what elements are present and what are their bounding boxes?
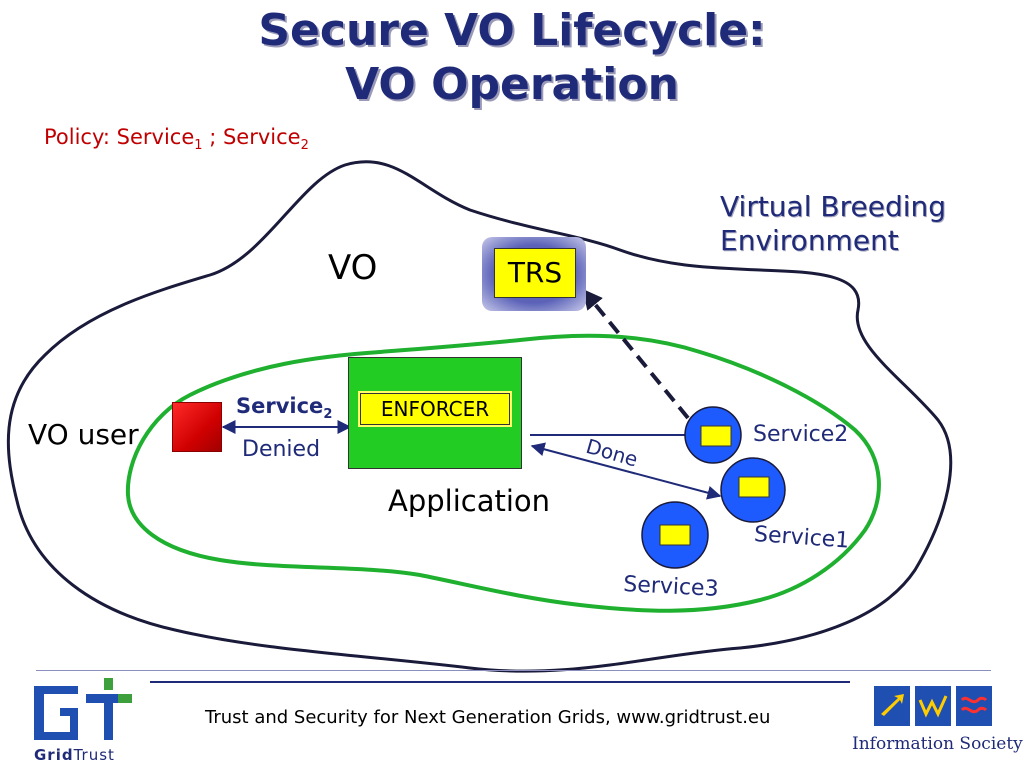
service3-label: Service3 — [622, 572, 720, 602]
service2-node — [684, 406, 742, 464]
inner-vo-boundary — [125, 333, 881, 613]
footer-divider-thin — [36, 670, 991, 671]
policy-text: Policy: Service1 ; Service2 — [44, 125, 309, 154]
request-service-label: Service2 — [236, 394, 333, 423]
vo-label: VO — [328, 248, 378, 288]
vo-user-label: VO user — [28, 418, 139, 451]
footer-text: Trust and Security for Next Generation G… — [205, 707, 771, 728]
denied-label: Denied — [242, 437, 321, 462]
application-label: Application — [388, 484, 551, 518]
information-society-logo-icon — [874, 686, 992, 726]
app-service1-arrow — [530, 442, 722, 500]
vbe-label: Virtual Breeding Environment — [720, 190, 947, 257]
vo-user-box — [172, 402, 222, 452]
service2-label: Service2 — [753, 422, 849, 447]
information-society-logo-text: Information Society — [852, 734, 1023, 754]
enforcer-box: ENFORCER — [360, 393, 510, 425]
service2-trs-dashed-arrow — [582, 288, 690, 420]
footer-divider-top — [150, 681, 850, 683]
slide-title-line1: Secure VO Lifecycle: — [258, 5, 766, 56]
service1-node — [720, 457, 786, 523]
vo-boundary — [6, 160, 953, 673]
trs-box: TRS — [494, 248, 576, 298]
service3-node — [641, 501, 709, 569]
slide-title-line2: VO Operation — [345, 59, 679, 110]
gridtrust-logo-text: GridTrust — [34, 746, 115, 764]
gridtrust-logo-icon — [34, 678, 132, 740]
